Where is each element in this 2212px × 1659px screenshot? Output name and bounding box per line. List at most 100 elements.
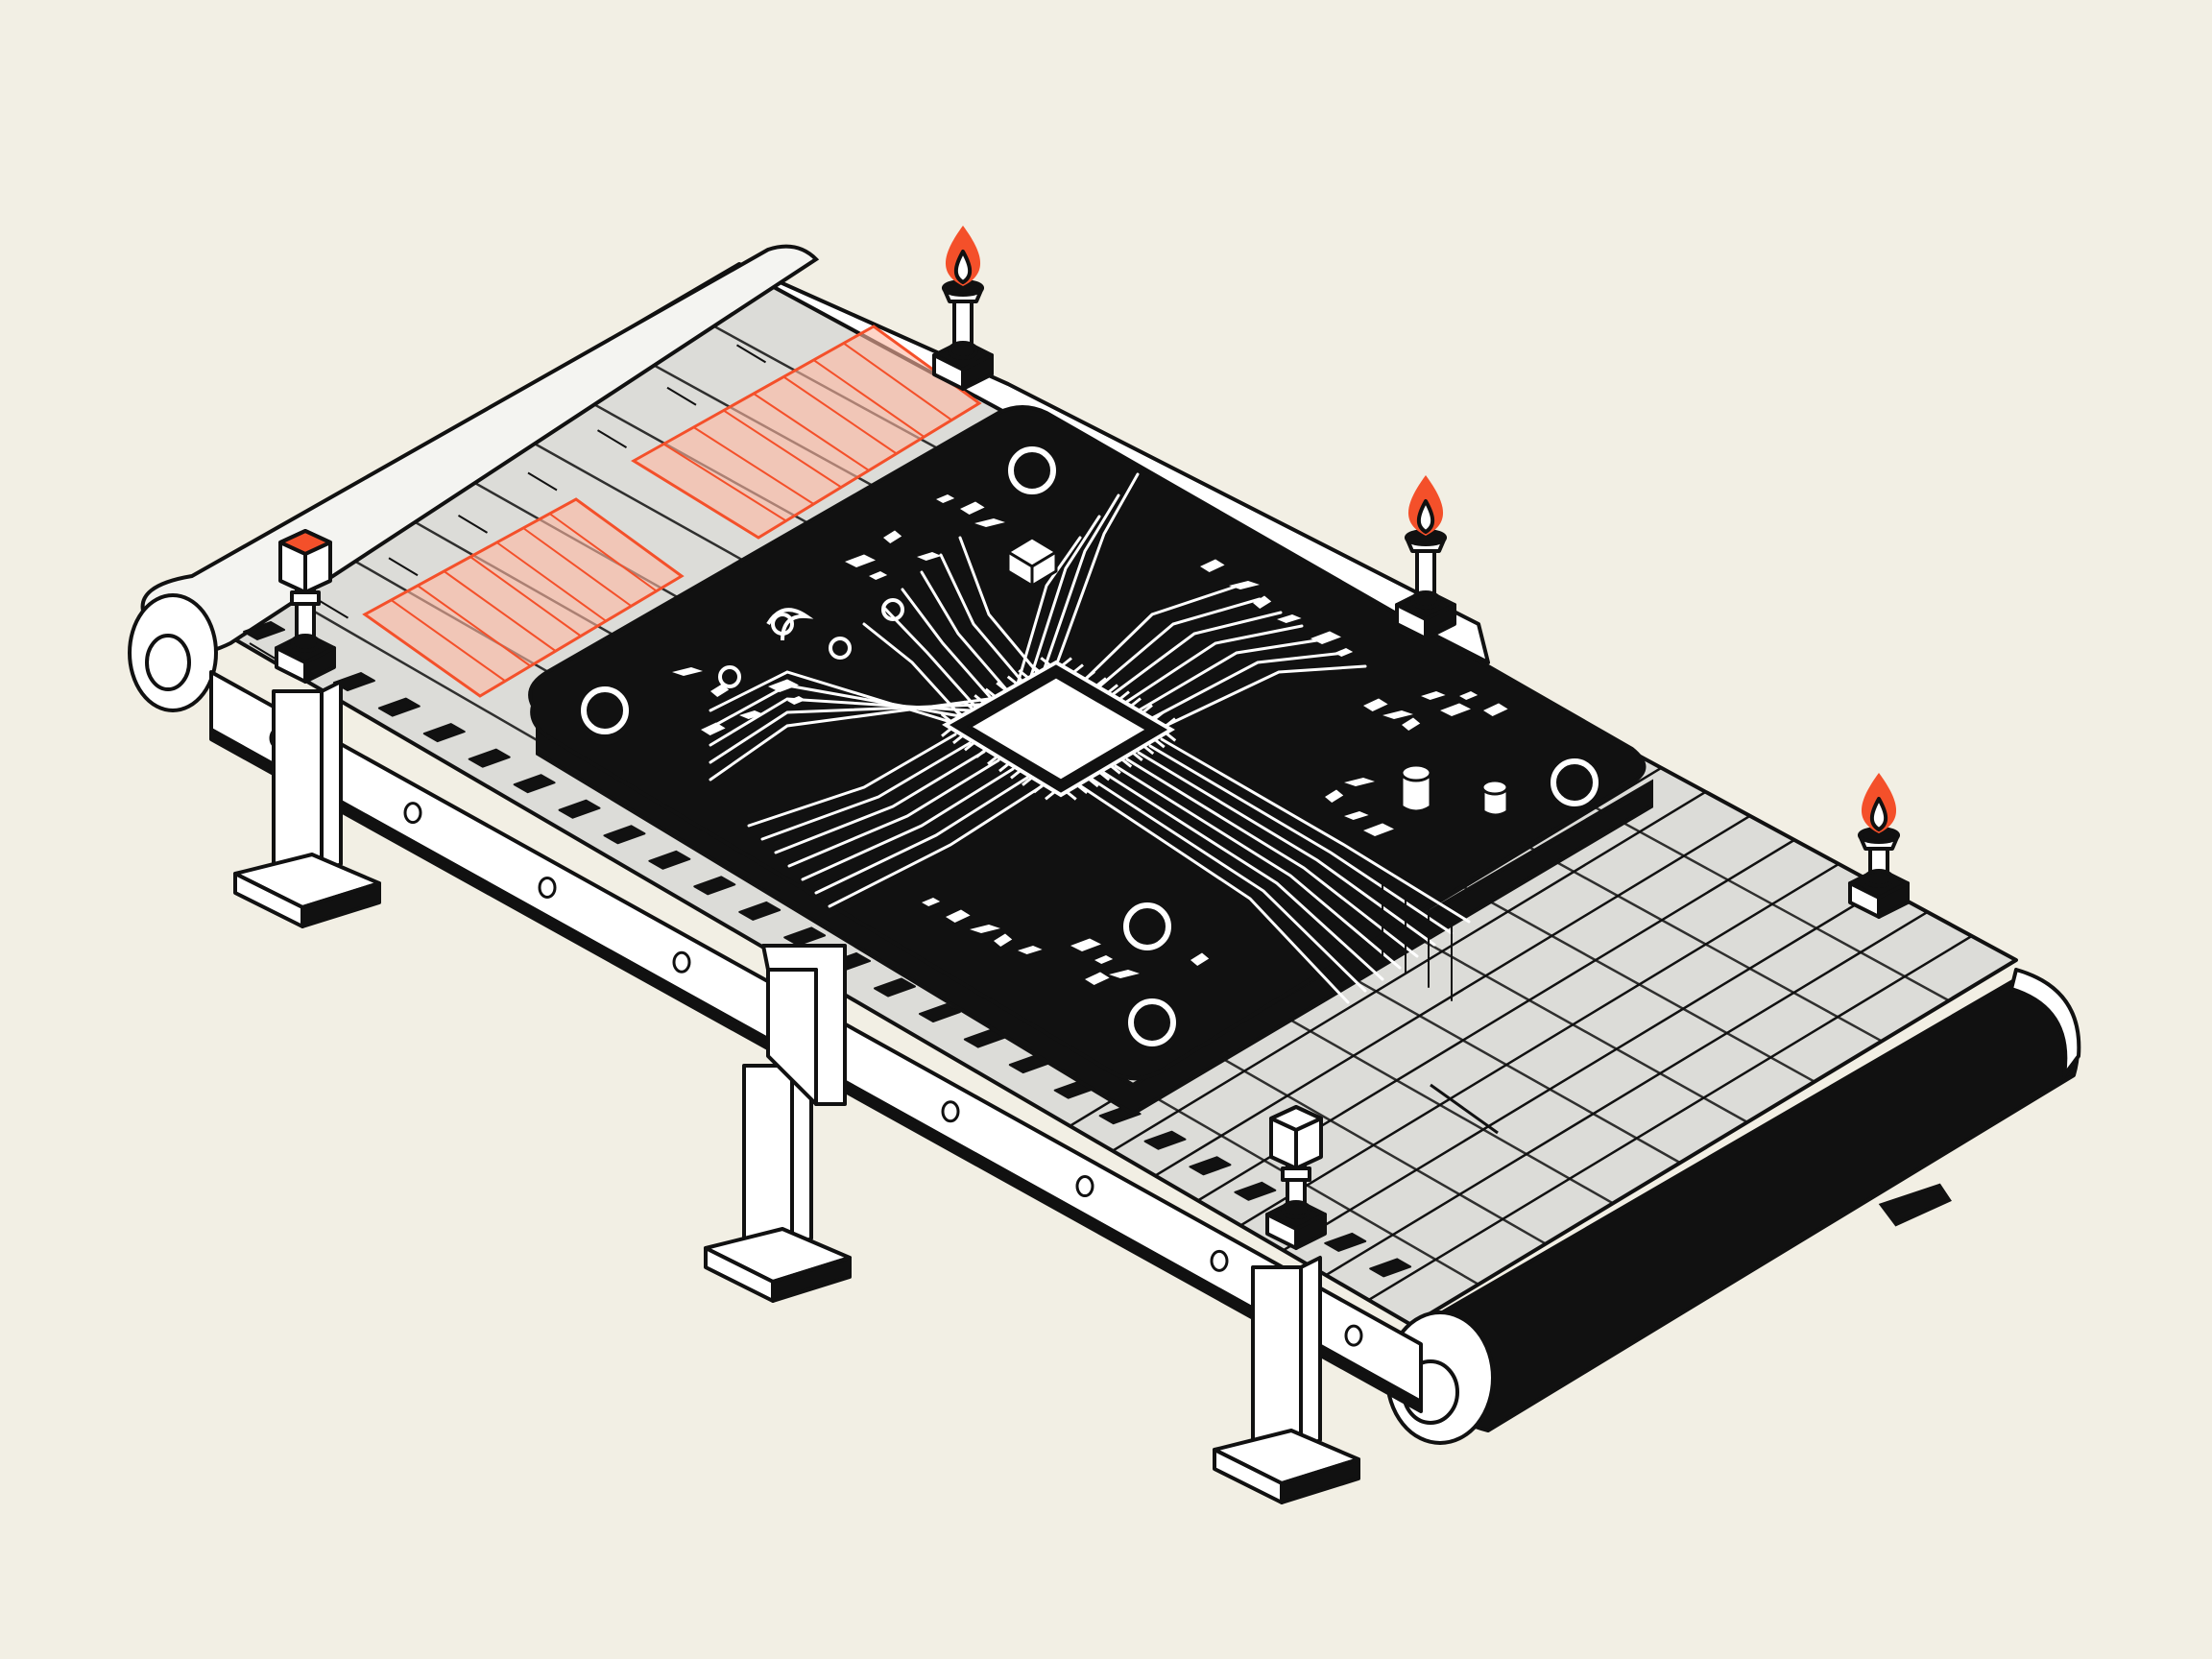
chip-pin [964,741,975,752]
flame-core [953,250,973,284]
circuit-trace [881,605,977,709]
chip-pin [1107,684,1118,694]
chip-pin [952,733,964,745]
leg-post [272,689,324,876]
circuit-trace [1148,744,1454,935]
chip-pin [1095,677,1107,687]
belt-roller-edge [1239,862,1839,1227]
smd-pads [672,494,1508,985]
chip-pin [1072,663,1084,674]
chip-pin [987,755,998,766]
via-ring [881,598,904,621]
post-base-side [303,646,336,684]
smd-pad [869,571,888,580]
smd-pad [1459,691,1479,700]
smd-pad [1070,938,1101,951]
post-collar [948,341,978,360]
zone-hatch-line [782,375,898,455]
chain-link [513,774,556,794]
leg-foot-shadow [771,1256,852,1303]
belt-slat-divider [596,429,628,448]
chip-pin [984,687,997,698]
belt-chain-links [243,620,1412,1278]
rail-bolt-hole [941,1100,960,1123]
circuit-trace [939,553,1023,683]
circuit-trace [1164,664,1367,728]
right-belt-highlight [1430,1083,1499,1135]
belt-slat-divider [388,557,419,577]
belt-slat-divider [527,471,558,492]
rail-bolt-hole [1344,1324,1363,1347]
circuit-trace [828,784,1044,908]
circuit-trace [1043,493,1120,670]
circuit-trace [1079,784,1350,1004]
chain-link [1189,1156,1232,1176]
chain-link [693,876,736,896]
smd-pad [974,518,1005,527]
belt-slat-divider [735,344,767,364]
leg-foot-shadow [301,881,381,928]
leg-post [742,1064,794,1250]
circuit-trace [1029,515,1101,678]
chip-pin [1033,782,1045,794]
post-base-side [1294,1213,1327,1250]
belt-slat-divider [249,642,279,661]
rail-bolt-hole [1075,1175,1094,1198]
circuit-trace [1137,637,1325,712]
zone-hatch-line [548,513,658,592]
belt-roller-edge [1325,910,1929,1277]
sensor-post [932,226,994,391]
chip-pin [951,707,964,717]
circuit-trace [958,536,1039,674]
bottom-right-bracket [1878,1183,1952,1227]
chip-pin [1130,697,1142,708]
chip-pin [1165,717,1176,728]
chip-pin [975,748,987,758]
smd-pad [1018,946,1043,954]
circuit-trace [760,741,972,841]
zone-hatch-line [753,393,870,471]
rail-bolt-hole [1210,1249,1229,1272]
chip-pin [998,761,1010,773]
zone-hatch-line [522,527,633,608]
circuit-trace [1137,751,1436,947]
flame-core [1416,499,1435,534]
chip-pin [1045,790,1056,801]
post-collar [1863,869,1894,888]
smd-pad [739,710,764,719]
chip-pin [1153,738,1166,749]
chip-pins [940,657,1177,801]
post-collar [1410,590,1441,610]
chain-link [377,697,421,717]
smd-pad [946,909,971,923]
circuit-trace [814,776,1029,895]
circuit-trace [1125,757,1419,958]
inspection-zone-hatching [390,342,952,683]
smd-pad [994,933,1013,947]
chip-pin [1010,769,1022,780]
sensor-posts [275,226,1910,1250]
circuit-trace [1056,472,1140,662]
chip-pin [1120,757,1133,768]
leg-foot-shadow [1280,1457,1360,1504]
circuit-trace [862,622,962,717]
sensor-post [275,529,336,684]
indicator-neck [1281,1166,1311,1182]
inspection-zones [362,325,982,698]
chip-pin [974,694,986,705]
smd-pad [1310,631,1341,644]
smd-pad [672,667,703,676]
smd-pad [701,722,726,735]
chip-pin [1087,777,1099,788]
rail-bolt-hole [672,950,691,974]
smd-pad [1344,778,1375,786]
smd-pad [1109,970,1140,978]
belt-slat-divider [318,599,349,619]
smd-pad [845,554,876,567]
belt-slat-divider [457,515,489,534]
chip-pin [1118,690,1130,701]
circuit-trace [1091,778,1367,993]
smd-pad [1334,648,1354,657]
chain-link [1234,1181,1277,1201]
